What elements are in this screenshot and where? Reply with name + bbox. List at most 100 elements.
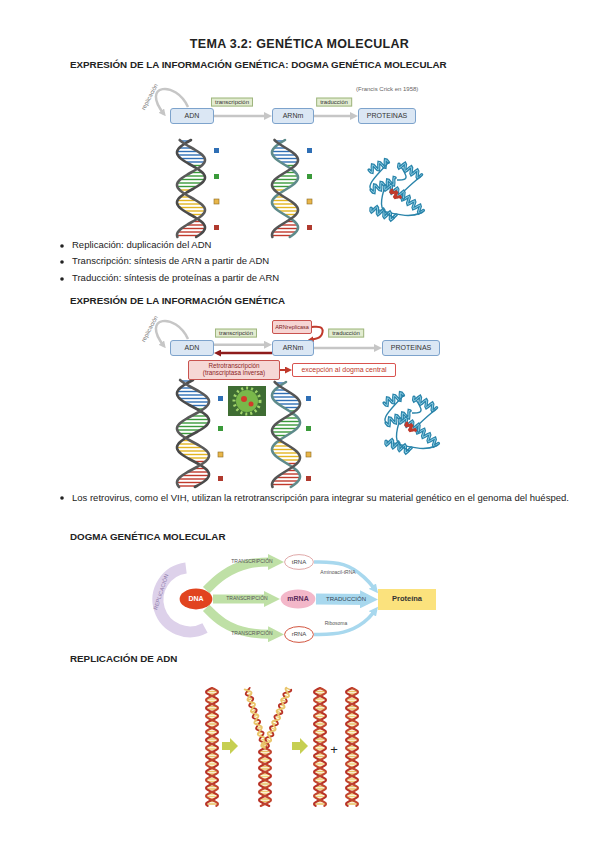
node-text: PROTEINAS	[391, 344, 431, 352]
base-pair	[274, 400, 299, 401]
strand	[263, 688, 289, 748]
connector	[213, 595, 270, 604]
bullet-text: Traducción: síntesis de proteínas a part…	[72, 273, 279, 284]
base-pair	[185, 419, 209, 420]
strand-highlight	[386, 440, 411, 453]
strand	[346, 688, 358, 806]
base-square	[218, 476, 223, 481]
base-square	[218, 452, 223, 457]
base-pair	[346, 803, 358, 805]
connector	[314, 115, 353, 118]
connector-label: TRANSCRIPCIÓN	[231, 631, 272, 637]
molecule-ellipse: DNA	[179, 588, 213, 610]
base-pair	[274, 207, 297, 208]
base-pair	[177, 203, 201, 204]
molecule-box: ARNm	[272, 108, 314, 124]
base-pair	[177, 447, 202, 448]
strand	[259, 748, 271, 806]
strand-highlight	[399, 163, 422, 178]
base-pair	[272, 428, 296, 429]
bullet-text: Replicación: duplicación del ADN	[72, 240, 211, 251]
connector-label: transcripción	[215, 329, 257, 338]
base-pair	[178, 154, 203, 155]
base-pair	[273, 154, 296, 155]
base-pair	[272, 203, 294, 204]
step-arrow	[222, 738, 238, 754]
strand-highlight	[414, 396, 437, 411]
base-pair	[276, 158, 298, 159]
strand	[177, 380, 209, 487]
base-pair	[277, 477, 300, 478]
strand	[314, 688, 326, 806]
base-pair	[206, 803, 218, 805]
bullet-dot	[60, 244, 64, 248]
base-pair	[275, 179, 298, 180]
virus-core	[241, 396, 247, 402]
connector-label: Ribosoma	[325, 621, 348, 627]
strand-highlight	[400, 418, 419, 431]
strand	[386, 440, 411, 453]
strand	[417, 429, 438, 446]
base-pair	[272, 182, 295, 183]
base-pair	[178, 450, 206, 451]
base-pair	[180, 422, 208, 423]
strand	[177, 140, 205, 237]
base-square	[218, 426, 223, 431]
base-pair	[181, 228, 204, 229]
connector	[311, 327, 322, 340]
bullet-text: Transcripción: síntesis de ARN a partir …	[72, 256, 269, 267]
strand-highlight	[385, 185, 404, 198]
node-text: excepción al dogma central	[301, 366, 386, 374]
base-square	[306, 396, 311, 401]
connector-label: traducción	[316, 98, 352, 107]
section-heading: EXPRESIÓN DE LA INFORMACIÓN GENÉTICA: DO…	[70, 59, 447, 70]
molecule-box: PROTEINAS	[382, 340, 440, 356]
node-text: PROTEINAS	[367, 112, 407, 120]
section-heading: REPLICACIÓN DE ADN	[70, 653, 177, 664]
base-square	[306, 426, 311, 431]
molecule-box: PROTEINAS	[358, 108, 416, 124]
molecule-box: ADN	[170, 108, 214, 124]
section-heading: DOGMA GENÉTICA MOLECULAR	[70, 531, 225, 542]
source-note: (Francis Crick en 1958)	[356, 86, 418, 93]
ellipse-shape	[285, 627, 314, 643]
step-arrow	[292, 738, 308, 754]
strand	[346, 688, 358, 806]
strand	[272, 140, 298, 237]
strand	[206, 688, 218, 806]
base-pair	[206, 763, 218, 765]
virus-core	[249, 402, 254, 407]
molecule-box: ADN	[170, 340, 214, 356]
virus-spikes	[234, 388, 260, 414]
base-pair	[180, 398, 208, 399]
base-pair	[273, 480, 298, 481]
base-pair	[273, 231, 296, 232]
base-pair	[178, 478, 206, 479]
base-square	[306, 476, 311, 481]
strand	[206, 688, 218, 806]
molecule-box: ARNm	[272, 340, 314, 356]
base-pair	[276, 228, 298, 229]
strand-highlight	[417, 429, 438, 446]
base-square	[307, 199, 312, 204]
node-text: ADN	[185, 112, 200, 120]
bullet-dot	[60, 496, 64, 500]
strand	[272, 140, 298, 237]
ellipse-shape	[281, 590, 316, 609]
node-text: Retrotranscripción (transcriptasa invers…	[191, 363, 277, 377]
connector-label: transcripción	[211, 98, 253, 107]
base-pair	[180, 207, 205, 208]
base-square	[214, 225, 219, 230]
base-pair	[279, 421, 300, 422]
virus-body	[236, 390, 258, 412]
base-pair	[275, 424, 300, 425]
strand	[400, 418, 419, 431]
strand	[414, 396, 437, 411]
base-square	[218, 396, 223, 401]
strand	[177, 140, 205, 237]
base-square	[307, 148, 312, 153]
base-square	[306, 452, 311, 457]
base-square-group	[214, 148, 312, 481]
ellipse-shape	[180, 589, 213, 610]
